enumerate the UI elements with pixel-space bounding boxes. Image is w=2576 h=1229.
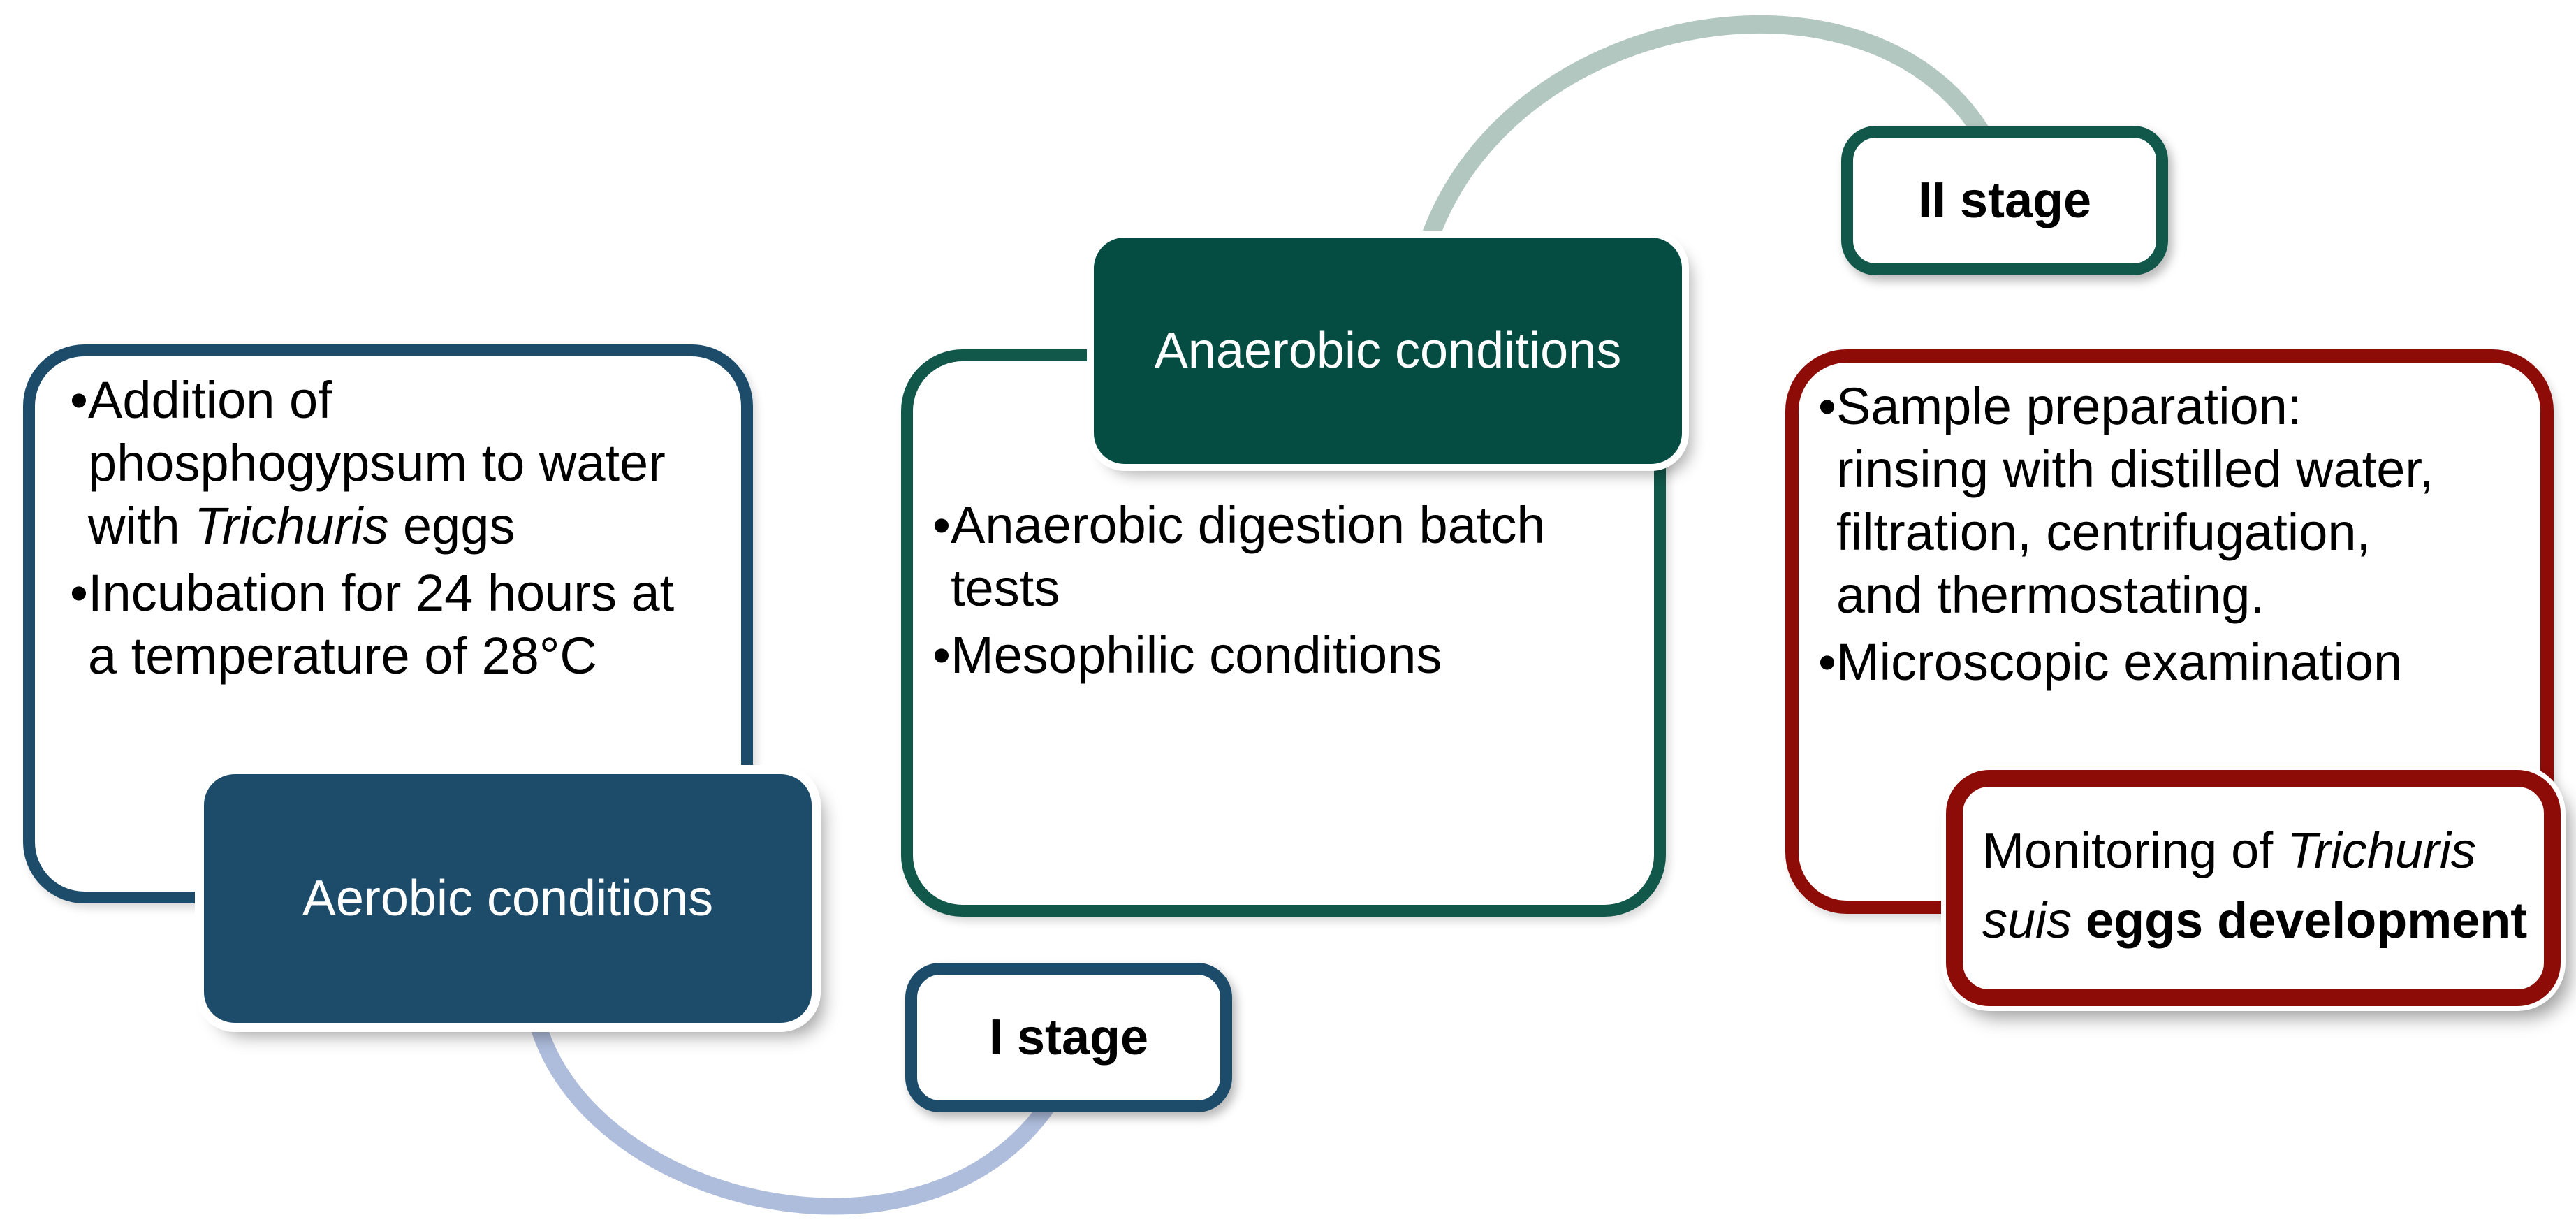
text-segment: phosphogypsum to water — [88, 434, 666, 492]
text-segment: Trichuris — [2287, 823, 2476, 879]
text-segment — [2072, 893, 2086, 949]
bullet-marker: • — [932, 626, 951, 684]
examination-steps-list: •Sample preparation:rinsing with distill… — [1818, 375, 2524, 694]
bullet-item: •Mesophilic conditions — [932, 624, 1638, 687]
anaerobic-conditions-header: Anaerobic conditions — [1094, 238, 1682, 464]
text-segment: Monitoring of — [1982, 823, 2288, 879]
text-segment: filtration, centrifugation, — [1836, 503, 2371, 561]
stage2-label: II stage — [1917, 173, 2092, 228]
text-segment: Addition of — [88, 371, 332, 429]
text-segment: Sample preparation: — [1836, 377, 2302, 435]
aerobic-conditions-label: Aerobic conditions — [302, 871, 714, 926]
text-segment: eggs — [388, 497, 515, 555]
text-segment: Trichuris — [194, 497, 389, 555]
bullet-line: and thermostating. — [1818, 564, 2524, 627]
bullet-marker: • — [70, 371, 88, 429]
stage1-badge: I stage — [905, 963, 1232, 1112]
bullet-line: rinsing with distilled water, — [1818, 438, 2524, 501]
anaerobic-conditions-label: Anaerobic conditions — [1154, 323, 1622, 379]
stage2-badge: II stage — [1841, 126, 2168, 275]
bullet-line: a temperature of 28°C — [70, 625, 733, 688]
text-segment: a temperature of 28°C — [88, 627, 597, 685]
text-segment: Microscopic examination — [1836, 633, 2403, 691]
bullet-line: •Anaerobic digestion batch — [932, 494, 1638, 557]
bullet-marker: • — [932, 496, 951, 554]
text-segment: rinsing with distilled water, — [1836, 440, 2434, 498]
text-segment: Incubation for 24 hours at — [88, 564, 675, 622]
bullet-line: •Sample preparation: — [1818, 375, 2524, 438]
bullet-line: with Trichuris eggs — [70, 495, 733, 558]
text-segment: eggs development — [2086, 893, 2528, 949]
result-line: Monitoring of Trichuris — [1982, 816, 2544, 886]
text-segment: suis — [1982, 893, 2072, 949]
text-segment: Mesophilic conditions — [951, 626, 1442, 684]
bullet-marker: • — [1818, 377, 1836, 435]
stage1-connector-arc — [524, 998, 1059, 1215]
result-line: suis eggs development — [1982, 886, 2544, 956]
bullet-item: •Sample preparation:rinsing with distill… — [1818, 375, 2524, 627]
stage1-label: I stage — [988, 1010, 1149, 1066]
bullet-line: •Mesophilic conditions — [932, 624, 1638, 687]
text-segment: and thermostating. — [1836, 566, 2264, 624]
stage2-connector-arc — [1412, 15, 2005, 268]
bullet-marker: • — [1818, 633, 1836, 691]
bullet-line: •Microscopic examination — [1818, 631, 2524, 694]
bullet-line: filtration, centrifugation, — [1818, 501, 2524, 564]
text-segment: with — [88, 497, 195, 555]
bullet-marker: • — [70, 564, 88, 622]
bullet-item: •Microscopic examination — [1818, 631, 2524, 694]
aerobic-conditions-header: Aerobic conditions — [204, 774, 812, 1023]
bullet-line: tests — [932, 557, 1638, 620]
bullet-line: •Addition of — [70, 369, 733, 432]
text-segment: Anaerobic digestion batch — [951, 496, 1546, 554]
bullet-line: phosphogypsum to water — [70, 432, 733, 495]
bullet-line: •Incubation for 24 hours at — [70, 562, 733, 625]
text-segment: tests — [951, 559, 1060, 617]
